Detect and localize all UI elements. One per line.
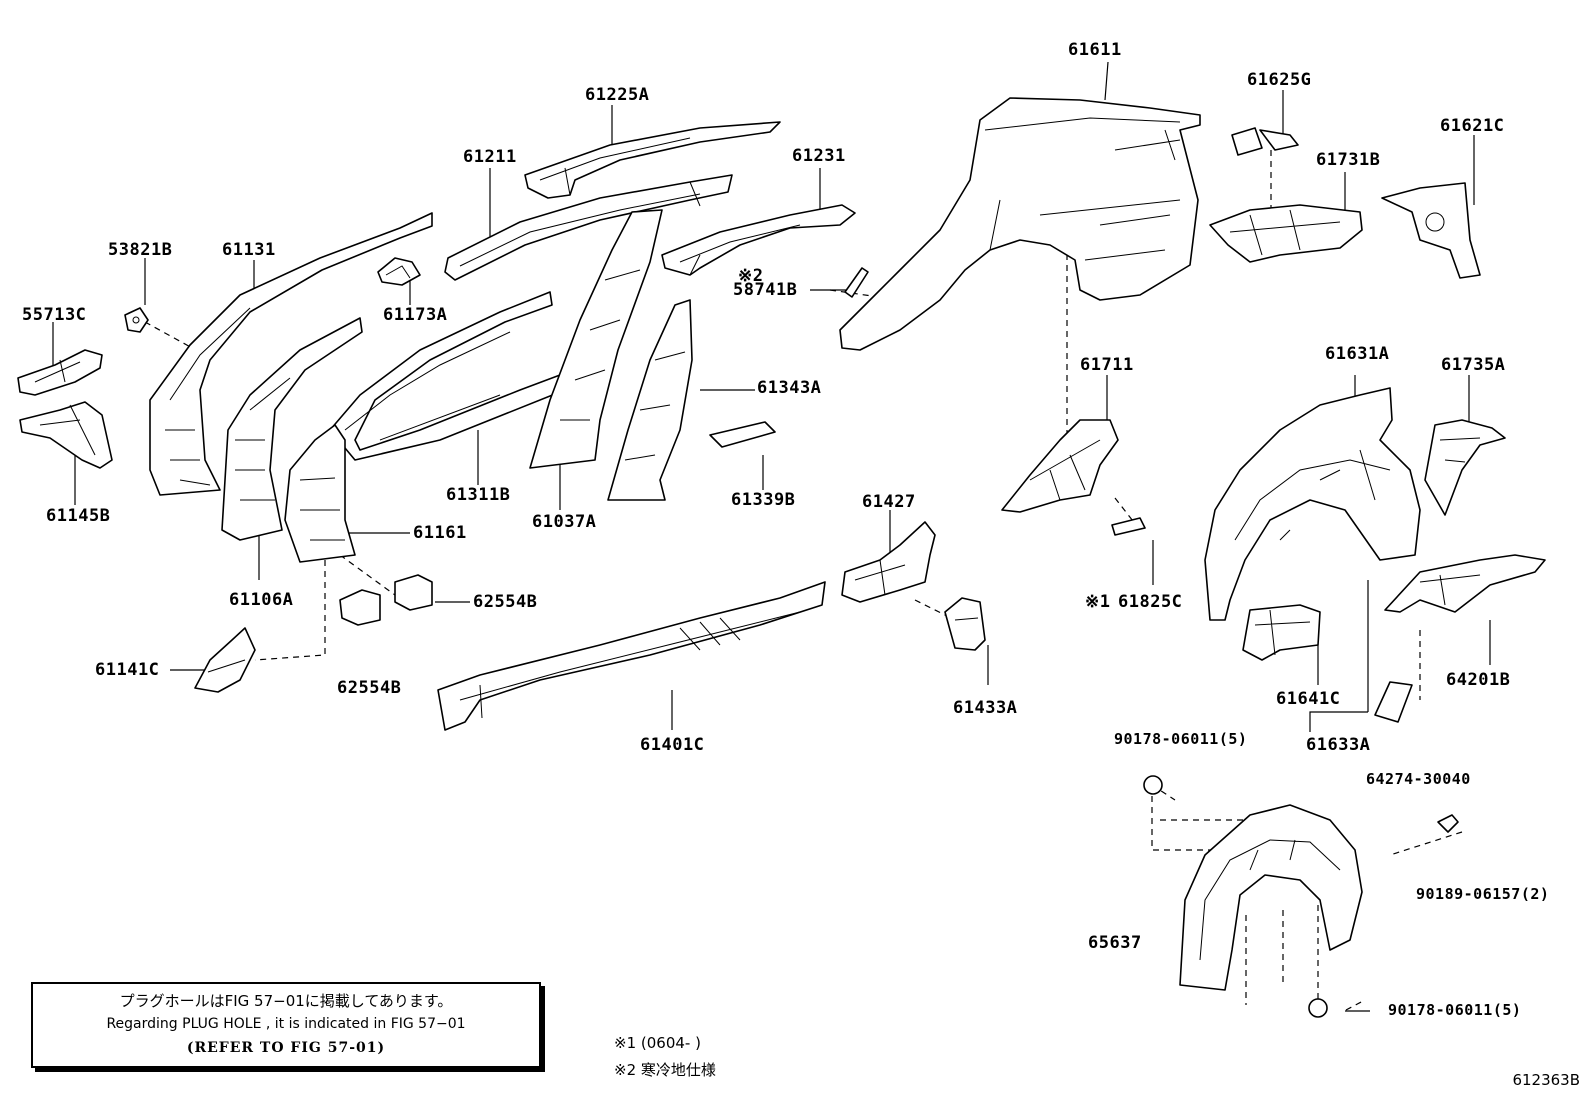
part-61621C [1381,182,1481,279]
dashed-lines [144,150,1463,1011]
part-65637 [1179,804,1363,991]
label-61141C: 61141C [95,660,160,680]
note-japanese: プラグホールはFIG 57−01に掲載してあります。 [119,992,453,1010]
part-61631A [1204,387,1421,621]
label-61611: 61611 [1068,40,1122,60]
label-61825C: 61825C [1118,592,1183,612]
label-58741B: 58741B [733,280,798,300]
part-61339B [709,421,776,448]
label-62554B-right: 62554B [473,592,538,612]
part-61037A [529,209,663,469]
label-61631A: 61631A [1325,344,1390,364]
label-61401C: 61401C [640,735,705,755]
label-90178-06011-top: 90178-06011(5) [1114,730,1248,748]
footnote-2: ※2 寒冷地仕様 [614,1061,716,1079]
label-61711: 61711 [1080,355,1134,375]
label-61339B: 61339B [731,490,796,510]
label-53821B: 53821B [108,240,173,260]
part-58741B [844,267,869,298]
note-reference: (REFER TO FIG 57-01) [186,1040,386,1056]
label-61173A: 61173A [383,305,448,325]
label-61145B: 61145B [46,506,111,526]
star1-mark: ※1 [1085,592,1111,612]
label-62554B-left: 62554B [337,678,402,698]
part-61427 [841,521,936,603]
label-90178-06011-bottom: 90178-06011(5) [1388,1001,1522,1019]
label-64274-30040: 64274-30040 [1366,770,1471,788]
label-61343A: 61343A [757,378,822,398]
label-61621C: 61621C [1440,116,1505,136]
part-61433A [944,597,986,651]
label-61433A: 61433A [953,698,1018,718]
part-61173A [377,257,421,286]
part-61211 [444,174,733,281]
label-61625G: 61625G [1247,70,1312,90]
part-61161 [284,424,356,563]
label-64201B: 64201B [1446,670,1511,690]
part-61141C [194,627,256,693]
label-55713C: 55713C [22,305,87,325]
part-61311B [329,291,561,461]
label-61106A: 61106A [229,590,294,610]
part-61131 [149,212,433,496]
part-61225A [524,121,781,199]
label-61037A: 61037A [532,512,597,532]
label-61225A: 61225A [585,85,650,105]
plug-hole-note: プラグホールはFIG 57−01に掲載してあります。 Regarding PLU… [31,982,541,1068]
label-61633A: 61633A [1306,735,1371,755]
part-62554B-plugs [339,574,433,626]
label-61161: 61161 [413,523,467,543]
label-61131: 61131 [222,240,276,260]
label-61735A: 61735A [1441,355,1506,375]
part-61625G [1231,127,1299,156]
fastener-icons [1143,775,1459,1018]
label-61311B: 61311B [446,485,511,505]
label-61211: 61211 [463,147,517,167]
star2-mark: ※2 [738,266,764,286]
part-61145B [19,401,113,469]
footnote-1: ※1 (0604- ) [614,1034,701,1052]
label-61641C: 61641C [1276,689,1341,709]
label-61231: 61231 [792,146,846,166]
part-61825C [1111,517,1146,536]
part-55713C [17,349,103,396]
part-61735A [1424,419,1506,516]
part-61343A [607,299,693,501]
note-english: Regarding PLUG HOLE , it is indicated in… [106,1016,466,1032]
label-65637: 65637 [1088,933,1142,953]
part-61731B [1209,204,1363,263]
part-61106A [221,317,363,541]
part-61401C [437,581,826,731]
part-61611 [839,97,1201,351]
part-61641C [1242,604,1321,661]
label-61731B: 61731B [1316,150,1381,170]
part-64274-30040 [1374,681,1413,723]
part-53821B [124,307,149,333]
part-61711 [1001,419,1119,513]
part-64201B [1384,554,1546,613]
label-90189-06157: 90189-06157(2) [1416,885,1550,903]
figure-id: 612363B [1512,1071,1580,1089]
label-61427: 61427 [862,492,916,512]
part-61231 [661,204,856,276]
